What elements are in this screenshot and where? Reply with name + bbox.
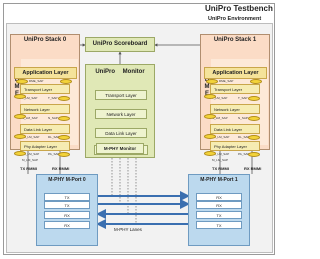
- port-1-rx-rmmi-label: RX RMMI: [244, 166, 262, 171]
- monitor-datalink-layer: Data Link Layer: [95, 128, 147, 138]
- stack-0-t-lm-sap: [14, 94, 26, 99]
- stack-1-dl-sap-label: DL_SAP: [238, 135, 250, 139]
- stack-1-n-sap: [248, 116, 260, 121]
- stack-0-dme-sap: [16, 79, 28, 84]
- stack-0-dl-sap: [58, 135, 70, 140]
- port-0-title: M-PHY M-Port 0: [48, 177, 86, 183]
- port-0-lane-2: TX: [44, 201, 90, 209]
- stack-0-transport-layer: Transport Layer: [20, 84, 70, 94]
- stack-0-m-lm-sap-label: M_LM_SAP: [22, 158, 39, 162]
- environment-title: UniPro Environment: [208, 16, 262, 22]
- stack-1-dme-sap: [206, 79, 218, 84]
- stack-0-pa-sap: [58, 152, 70, 157]
- port-0-lane-3: RX: [44, 211, 90, 219]
- stack-0-t-sap-label: T_SAP: [48, 96, 58, 100]
- stack-0-network-layer: Network Layer: [20, 104, 70, 114]
- stack-1-phyadapter-layer: Phy Adapter Layer: [210, 141, 260, 151]
- stack-1-t-sap: [248, 96, 260, 101]
- port-0-lane-1: TX: [44, 193, 90, 201]
- mphy-port-0: M-PHY M-Port 0 TX TX RX RX: [36, 174, 98, 246]
- stack-0-n-sap: [58, 116, 70, 121]
- stack-1-dl-lm-sap: [204, 134, 216, 139]
- stack-1-pa-sap-label: PA_SAP: [238, 152, 250, 156]
- port-1-lane-3: TX: [196, 211, 242, 219]
- stack-0-dme-sap-label: DME_SAP: [29, 79, 44, 83]
- testbench-title: UniPro Testbench: [205, 4, 273, 13]
- stack-1-t-sap-a: [250, 79, 262, 84]
- stack-1-n-sap-label: N_SAP: [238, 116, 248, 120]
- stack-0-pa-sap-label: PA_SAP: [48, 152, 60, 156]
- stack-1-network-layer: Network Layer: [210, 104, 260, 114]
- mphy-monitor: M-PHY Monitor: [96, 143, 144, 154]
- stack-1-dme-sap-label: DME_SAP: [219, 79, 234, 83]
- monitor-transport-layer: Transport Layer: [95, 90, 147, 100]
- stack-0-t-sap-a: [60, 79, 72, 84]
- monitor-title: UniPro Monitor: [95, 69, 145, 75]
- stack-1-application-layer: Application Layer: [204, 67, 267, 79]
- stack-1-n-lm-sap: [204, 114, 216, 119]
- port-0-rx-rmmi-label: RX RMMI: [52, 166, 70, 171]
- stack-0-title: UniPro Stack 0: [23, 37, 67, 43]
- stack-1-t-sap-label: T_SAP: [238, 96, 248, 100]
- stack-0-n-lm-sap-label: N_LM_SAP: [22, 116, 38, 120]
- stack-0-dl-sap-label: DL_SAP: [48, 135, 60, 139]
- stack-0-application-layer: Application Layer: [14, 67, 77, 79]
- stack-0-pa-lm-sap-label: PA_LM_SAP: [22, 152, 40, 156]
- stack-1-pa-sap: [248, 152, 260, 157]
- stack-1-dl-lm-sap-label: DL_LM_SAP: [212, 135, 230, 139]
- stack-0-datalink-layer: Data Link Layer: [20, 124, 70, 134]
- stack-0-pa-lm-sap: [14, 151, 26, 156]
- stack-1-t-lm-sap-label: T_LM_SAP: [212, 96, 228, 100]
- stack-0-t-lm-sap-label: T_LM_SAP: [22, 96, 38, 100]
- port-0-tx-rmmi-label: TX RMMI: [20, 166, 37, 171]
- stack-1-t-lm-sap: [204, 94, 216, 99]
- stack-0-n-lm-sap: [14, 114, 26, 119]
- port-1-lane-2: RX: [196, 201, 242, 209]
- stack-1-title: UniPro Stack 1: [213, 37, 257, 43]
- stack-0-t-sap: [58, 96, 70, 101]
- stack-1-dl-sap: [248, 135, 260, 140]
- unipro-scoreboard: UniPro Scoreboard: [85, 37, 155, 52]
- stack-1-pa-lm-sap: [204, 151, 216, 156]
- stack-1-pa-lm-sap-label: PA_LM_SAP: [212, 152, 230, 156]
- stack-0-phyadapter-layer: Phy Adapter Layer: [20, 141, 70, 151]
- monitor-network-layer: Network Layer: [95, 109, 147, 119]
- port-1-lane-4: TX: [196, 221, 242, 229]
- stack-1-transport-layer: Transport Layer: [210, 84, 260, 94]
- stack-1-datalink-layer: Data Link Layer: [210, 124, 260, 134]
- mphy-lanes-label: M-PHY Lanes: [114, 227, 142, 232]
- stack-0-dl-lm-sap-label: DL_LM_SAP: [22, 135, 40, 139]
- stack-1-n-lm-sap-label: N_LM_SAP: [212, 116, 228, 120]
- stack-1-m-lm-sap-label: M_LM_SAP: [212, 158, 229, 162]
- port-0-lane-4: RX: [44, 221, 90, 229]
- stack-0-n-sap-label: N_SAP: [48, 116, 58, 120]
- port-1-title: M-PHY M-Port 1: [200, 177, 238, 183]
- mphy-port-1: M-PHY M-Port 1 RX RX TX TX: [188, 174, 250, 246]
- port-1-lane-1: RX: [196, 193, 242, 201]
- port-1-tx-rmmi-label: TX RMMI: [212, 166, 229, 171]
- stack-0-dl-lm-sap: [14, 134, 26, 139]
